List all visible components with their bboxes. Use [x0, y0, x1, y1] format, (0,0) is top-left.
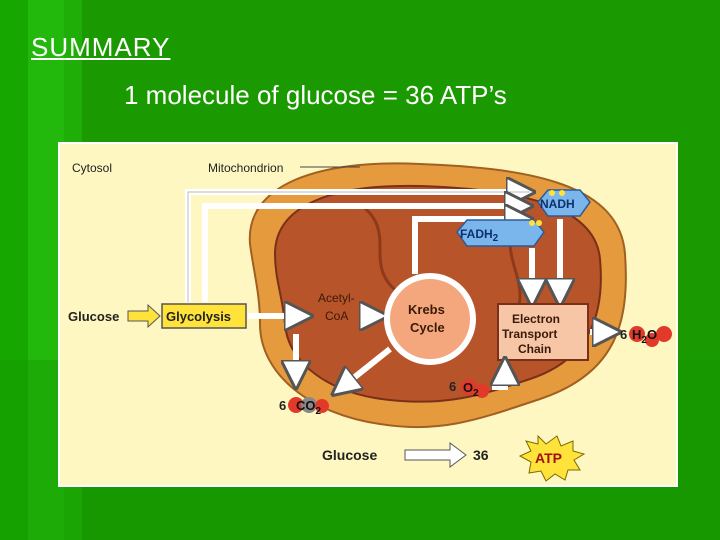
mitochondrion-label: Mitochondrion: [208, 161, 283, 175]
nadh-badge: [537, 189, 591, 217]
acetyl-label-line2: CoA: [325, 309, 348, 323]
krebs-nadh-arrow: [412, 219, 528, 274]
nadh-arrow-inner: [202, 206, 528, 302]
water-formula: H2O: [632, 327, 657, 346]
etc-label-line2: Transport: [502, 327, 557, 341]
nadh-label: NADH: [540, 197, 575, 211]
fadh2-badge: [456, 219, 545, 247]
glucose-input-label: Glucose: [68, 309, 119, 324]
background-stripe: [0, 0, 28, 540]
summary-atp-count: 36: [473, 447, 489, 463]
krebs-label-line2: Cycle: [410, 320, 445, 335]
glucose-arrow: [127, 303, 161, 329]
oxygen-coefficient: 6: [449, 379, 456, 394]
co2-coefficient: 6: [279, 398, 286, 413]
summary-arrow: [404, 442, 467, 468]
etc-label-line3: Chain: [518, 342, 551, 356]
glycolysis-box: [161, 303, 247, 329]
atp-starburst: [518, 434, 586, 482]
acetyl-label-line1: Acetyl-: [318, 291, 355, 305]
respiration-diagram: Cytosol Mitochondrion NADH FADH2 Glucose…: [58, 142, 678, 487]
cytosol-label: Cytosol: [72, 161, 112, 175]
electron-transport-chain-box: [497, 303, 589, 361]
water-coefficient: 6: [620, 327, 627, 342]
krebs-cycle: [384, 273, 476, 365]
slide-title: SUMMARY: [31, 32, 171, 62]
krebs-label-line1: Krebs: [408, 302, 445, 317]
etc-label-line1: Electron: [512, 312, 560, 326]
slide-statement: 1 molecule of glucose = 36 ATP’s: [124, 80, 507, 110]
nadh-arrow-outer: [185, 192, 530, 302]
krebs-co2-arrow: [336, 346, 392, 392]
oxygen-arrow: [492, 362, 505, 390]
glycolysis-label: Glycolysis: [166, 309, 231, 324]
oxygen-formula: O2: [463, 380, 479, 399]
fadh2-label: FADH2: [460, 227, 499, 244]
summary-glucose-label: Glucose: [322, 447, 377, 463]
co2-formula: CO2: [296, 398, 322, 417]
atp-label: ATP: [535, 450, 562, 466]
